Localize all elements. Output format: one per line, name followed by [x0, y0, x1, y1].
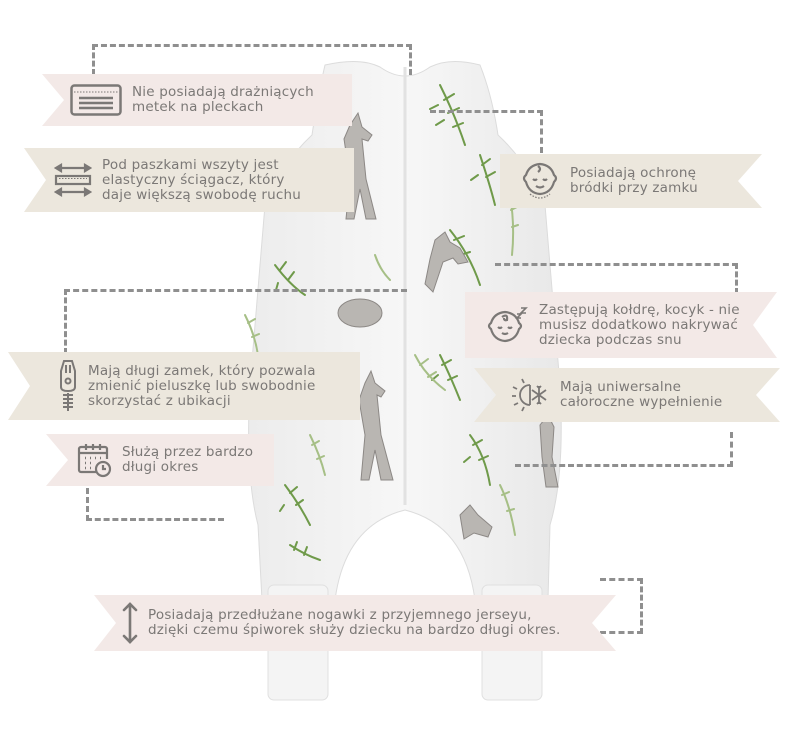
sitting-wolf-right	[424, 231, 469, 293]
connector-no-tags	[92, 44, 412, 75]
feature-banner-elastic-shoulders: Pod paszkami wszyty jest elastyczny ścią…	[24, 148, 354, 212]
stretch-arrows-icon	[54, 163, 92, 197]
connector-replaces-duvet	[495, 263, 738, 294]
feature-banner-replaces-duvet: Zastępują kołdrę, kocyk - nie musisz dod…	[465, 292, 777, 358]
vertical-arrows-icon	[122, 601, 138, 645]
connector-extended-legs	[600, 578, 643, 634]
feature-banner-long-use: Służą przez bardzo długi okres	[46, 434, 274, 486]
label-tag-icon	[70, 84, 122, 116]
feature-text: Mają uniwersalne całoroczne wypełnienie	[560, 379, 723, 410]
light-fern-pattern	[244, 194, 519, 536]
feature-text: Nie posiadają drażniących metek na pleck…	[132, 84, 314, 115]
sleeping-baby-icon	[485, 305, 529, 345]
feature-text: Posiadają przedłużane nogawki z przyjemn…	[148, 607, 561, 638]
feature-text: Mają długi zamek, który pozwala zmienić …	[88, 362, 316, 409]
peeking-wolf	[459, 504, 493, 540]
feature-banner-extended-legs: Posiadają przedłużane nogawki z przyjemn…	[94, 595, 616, 651]
feature-text: Posiadają ochronę bródki przy zamku	[570, 165, 698, 196]
sun-snowflake-icon	[510, 377, 550, 413]
wolf-pattern	[337, 111, 559, 540]
feature-banner-all-season: Mają uniwersalne całoroczne wypełnienie	[474, 368, 780, 422]
zipper-icon	[58, 359, 78, 413]
sleeping-pup	[337, 298, 383, 328]
connector-elastic	[430, 110, 543, 153]
connector-long-zipper	[64, 289, 407, 354]
feature-text: Zastępują kołdrę, kocyk - nie musisz dod…	[539, 301, 740, 348]
feature-text: Służą przez bardzo długi okres	[122, 444, 254, 475]
connector-long-use	[86, 488, 224, 521]
calendar-clock-icon	[76, 442, 112, 478]
baby-face-icon	[520, 160, 560, 202]
feature-banner-long-zipper: Mają długi zamek, który pozwala zmienić …	[8, 352, 360, 420]
standing-wolf-bottom	[358, 369, 394, 481]
feature-text: Pod paszkami wszyty jest elastyczny ścią…	[102, 156, 301, 203]
connector-all-season	[515, 432, 733, 467]
feature-banner-no-tags: Nie posiadają drażniących metek na pleck…	[42, 74, 352, 126]
feature-banner-chin-protection: Posiadają ochronę bródki przy zamku	[500, 154, 762, 208]
